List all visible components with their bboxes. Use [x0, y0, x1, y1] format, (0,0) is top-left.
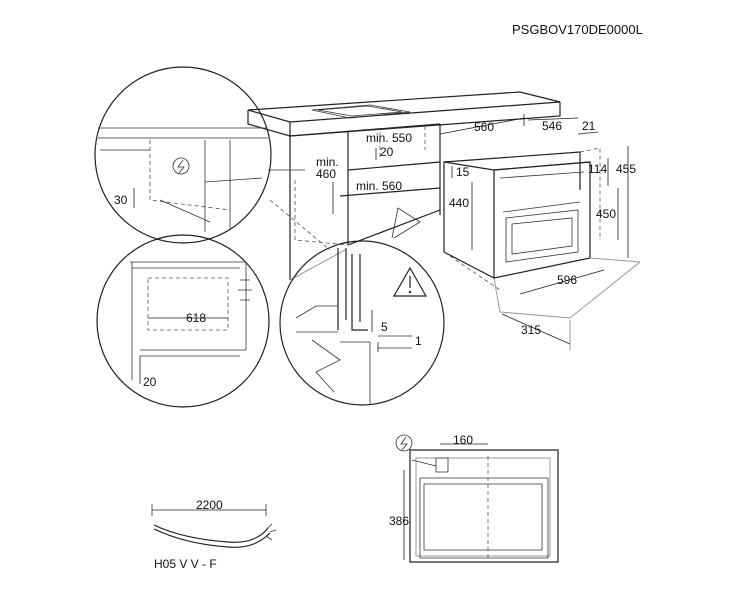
- front-height-inner-label: 450: [596, 207, 616, 221]
- cabinet-perspective: [247, 91, 561, 281]
- detail-cable-outlet: [94, 66, 272, 244]
- cable-hole-height-label: 30: [114, 193, 128, 207]
- rear-view: [403, 443, 559, 563]
- oven-height-label: 440: [449, 196, 469, 210]
- niche-min-depth: min. 550: [366, 131, 412, 145]
- oven-depth-label: 546: [542, 119, 562, 133]
- bottom-gap-label: 15: [456, 165, 470, 179]
- front-width-label: 596: [557, 273, 577, 287]
- niche-min-width: min. 560: [356, 179, 402, 193]
- niche-min-height-label-1: min.: [316, 155, 339, 169]
- top-gap-label: 20: [380, 145, 394, 159]
- detail-gap-5-label: 5: [381, 320, 388, 334]
- door-open-depth-label: 315: [521, 323, 541, 337]
- detail-side-view: [96, 234, 270, 408]
- door-offset-label: 21: [582, 119, 596, 133]
- niche-min-height-label-2: 460: [316, 167, 336, 181]
- cable-type-label: H05 V V - F: [154, 557, 217, 571]
- panel-top-label: 114: [588, 162, 607, 176]
- detail-ventilation: [279, 240, 445, 406]
- electric-connection-icon: [395, 434, 413, 452]
- electric-connection-icon: [172, 157, 190, 175]
- niche-width-label: 560: [474, 120, 494, 134]
- side-height-label: 386: [389, 514, 409, 528]
- oven-perspective: [443, 147, 641, 319]
- cable-length-label: 2200: [196, 498, 223, 512]
- bottom-clearance-label: 20: [143, 375, 157, 389]
- model-code: PSGBOV170DE0000L: [512, 22, 643, 37]
- front-height-outer-label: 455: [616, 162, 636, 176]
- detail-gap-1-label: 1: [415, 334, 422, 348]
- warning-triangle-icon: [392, 266, 428, 297]
- connection-offset-label: 160: [453, 433, 473, 447]
- inner-width-label: 618: [186, 311, 206, 325]
- power-cable: [151, 504, 277, 548]
